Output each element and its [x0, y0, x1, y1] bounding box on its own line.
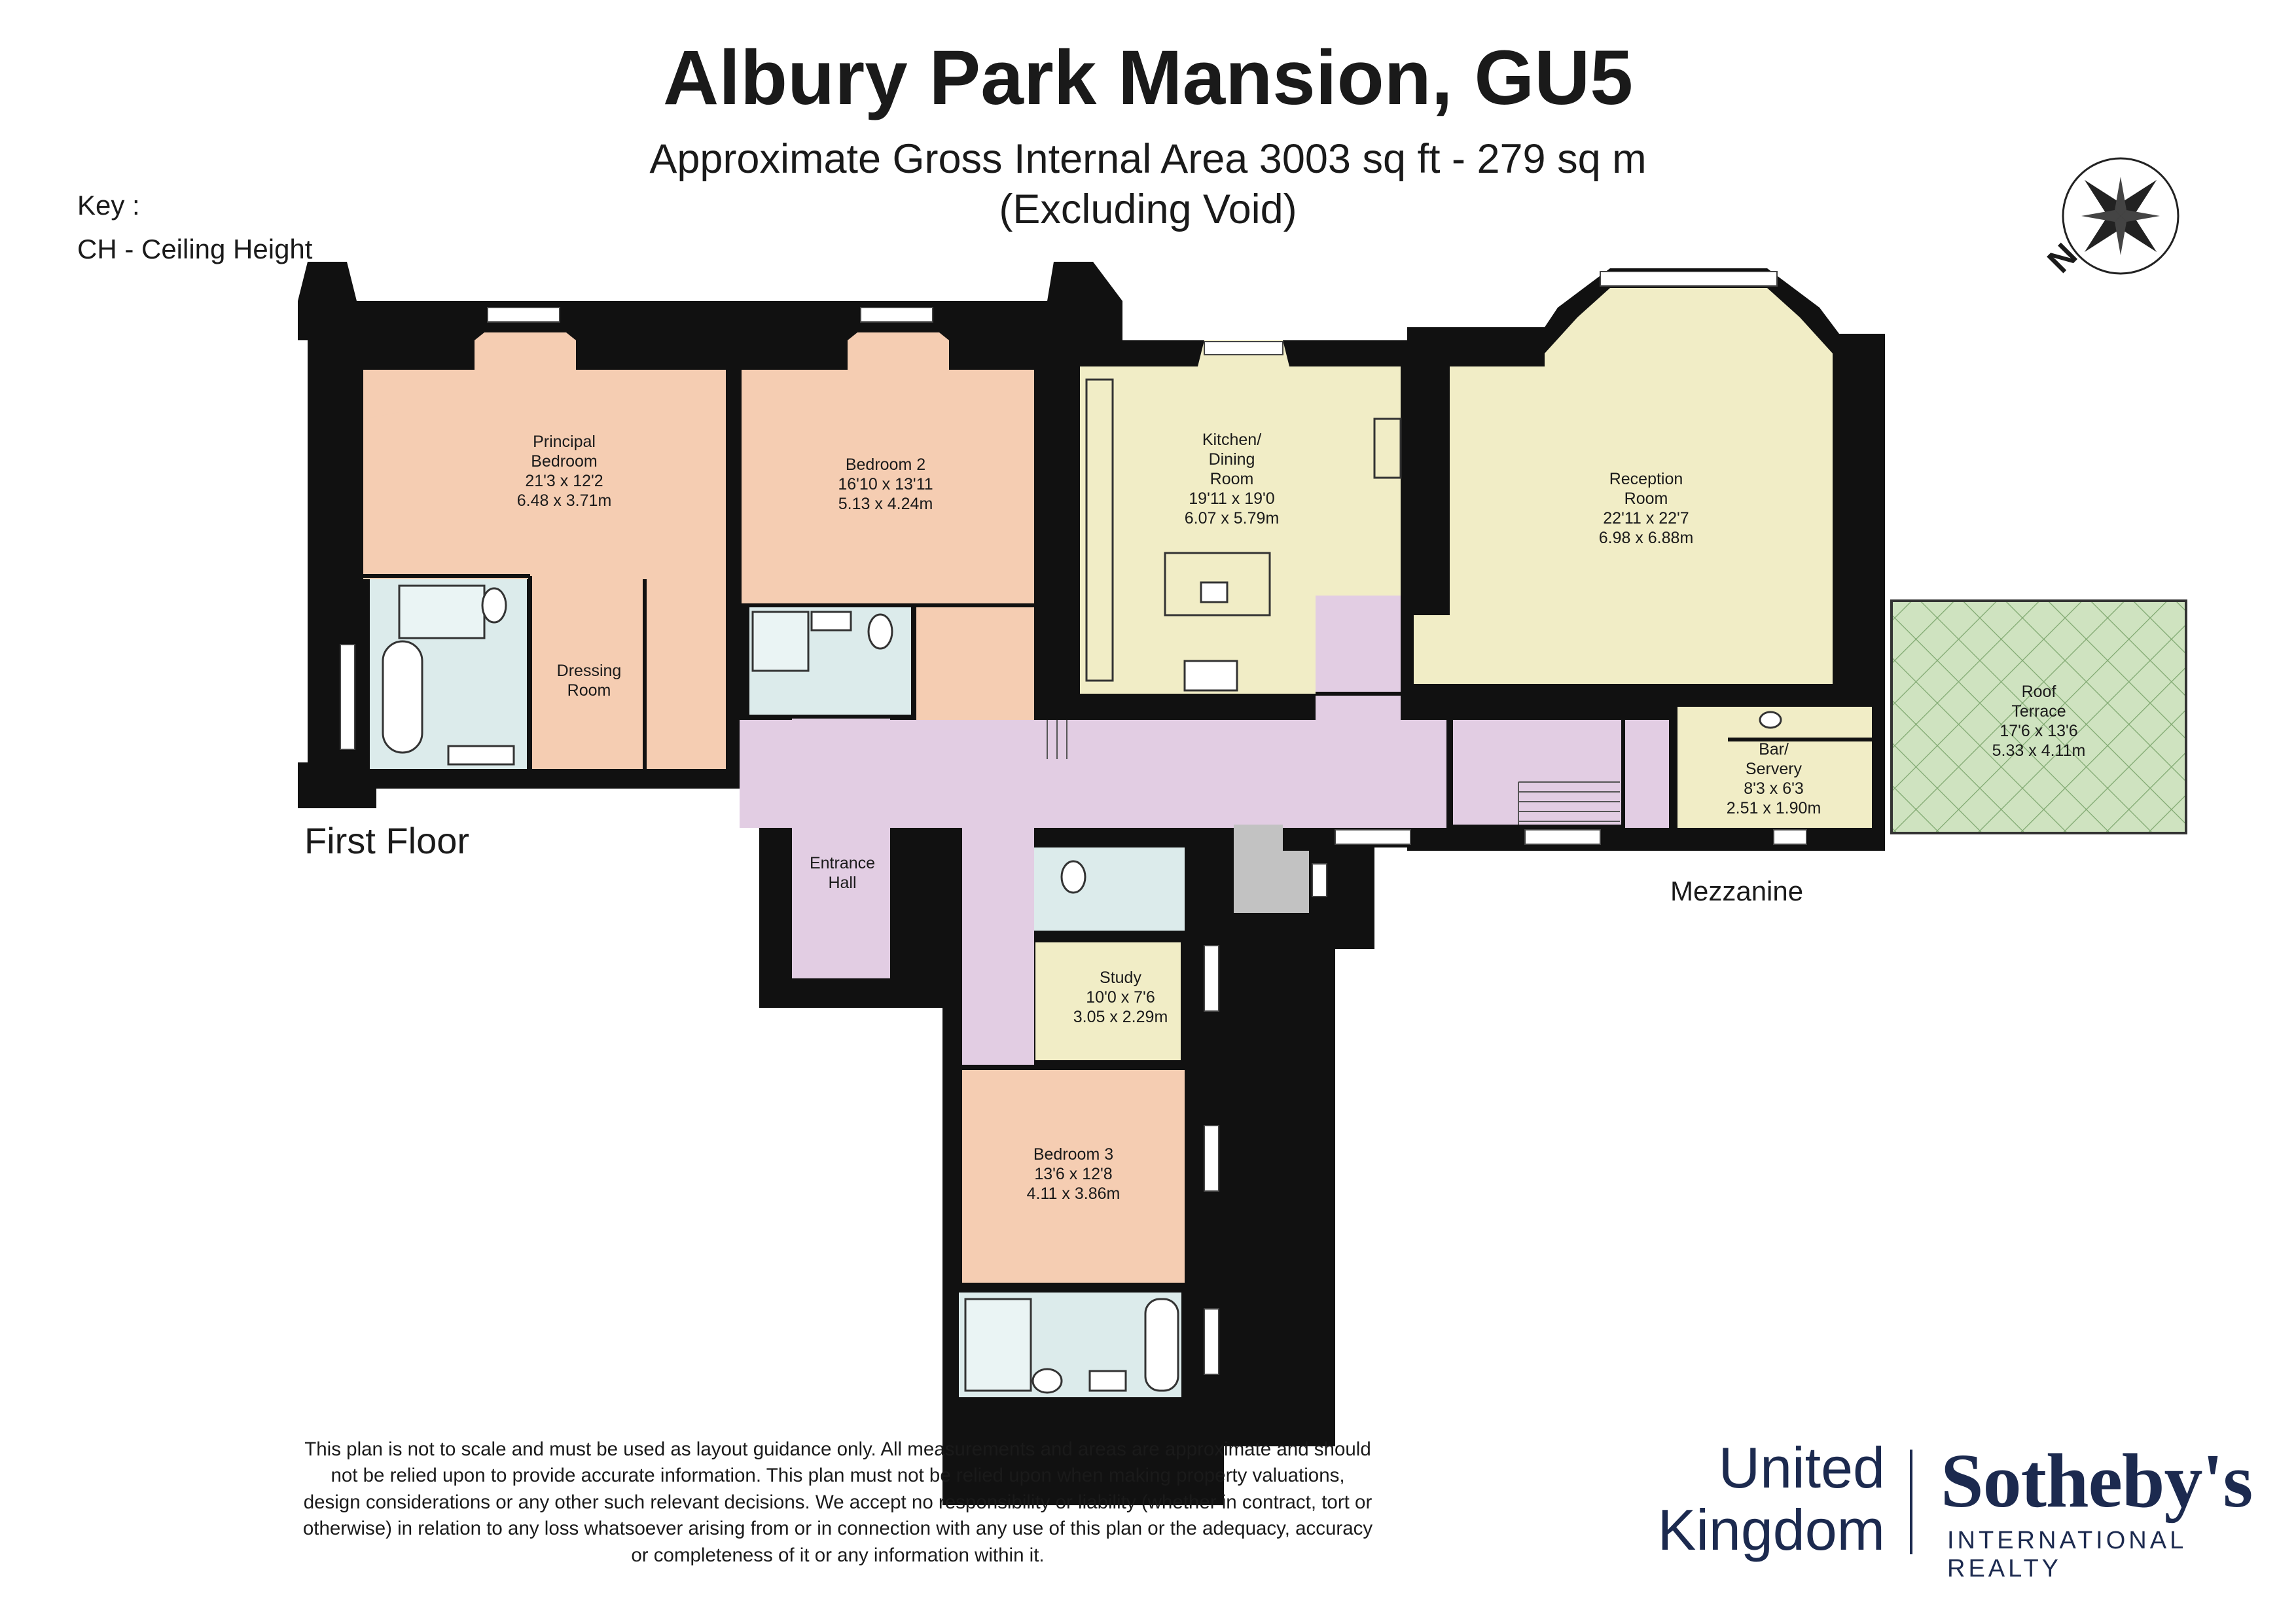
room-void [1234, 825, 1309, 913]
key-heading: Key : [77, 190, 140, 221]
disclaimer-line-1: This plan is not to scale and must be us… [304, 1438, 1371, 1460]
stairs [1047, 720, 1620, 825]
principal-bedroom-name2: Bedroom [531, 452, 597, 471]
bedroom-2-imperial: 16'10 x 13'11 [838, 475, 933, 493]
disclaimer: This plan is not to scale and must be us… [223, 1436, 1453, 1569]
first-floor-label: First Floor [304, 820, 469, 861]
principal-bedroom-name1: Principal [533, 433, 596, 451]
room-bedroom-2 [740, 370, 1034, 605]
roof-terrace-name2: Terrace [2011, 702, 2066, 721]
reception-metric: 6.98 x 6.88m [1599, 529, 1694, 547]
brand-logo-name: Sotheby's [1941, 1438, 2253, 1524]
disclaimer-line-4: otherwise) in relation to any loss whats… [302, 1518, 1373, 1540]
brand-region-line-2: Kingdom [1657, 1497, 1885, 1563]
brand-region-line-1: United [1718, 1435, 1885, 1500]
bedroom-2-metric: 5.13 x 4.24m [838, 495, 933, 513]
bar-servery-name2: Servery [1746, 760, 1803, 778]
room-dressing-room [531, 579, 643, 769]
kitchen-imperial: 19'11 x 19'0 [1189, 490, 1274, 508]
kitchen-name3: Room [1210, 470, 1254, 488]
roof-terrace-name1: Roof [2022, 683, 2056, 701]
principal-bedroom-metric: 6.48 x 3.71m [517, 491, 612, 510]
bar-servery-name1: Bar/ [1759, 740, 1789, 758]
disclaimer-line-2: not be relied upon to provide accurate i… [331, 1465, 1345, 1487]
kitchen-metric: 6.07 x 5.79m [1185, 509, 1280, 527]
excluding-void-text: (Excluding Void) [999, 186, 1297, 232]
brand-divider [1910, 1450, 1912, 1554]
gross-area-text: Approximate Gross Internal Area 3003 sq … [649, 136, 1647, 182]
bar-servery-imperial: 8'3 x 6'3 [1744, 779, 1804, 798]
roof-terrace-imperial: 17'6 x 13'6 [2000, 722, 2077, 740]
dressing-room-name1: Dressing [557, 662, 622, 680]
kitchen-name1: Kitchen/ [1202, 431, 1261, 449]
page-title: Albury Park Mansion, GU5 [663, 35, 1633, 121]
disclaimer-line-3: design considerations or any other such … [303, 1491, 1372, 1513]
study-metric: 3.05 x 2.29m [1073, 1008, 1168, 1026]
key-ceiling-height: CH - Ceiling Height [77, 234, 313, 265]
roof-terrace-metric: 5.33 x 4.11m [1992, 741, 2086, 760]
area-subtitle: Approximate Gross Internal Area 3003 sq … [0, 134, 2296, 235]
room-bedroom-3 [962, 1070, 1185, 1283]
brand-tagline: INTERNATIONAL REALTY [1947, 1527, 2186, 1582]
disclaimer-line-5: or completeness of it or any information… [631, 1544, 1045, 1566]
bedroom-2-name: Bedroom 2 [846, 455, 925, 474]
dressing-room-name2: Room [567, 681, 611, 700]
brand-region: United Kingdom [1617, 1436, 1885, 1561]
bedroom-3-metric: 4.11 x 3.86m [1027, 1185, 1121, 1203]
room-study [1035, 942, 1181, 1060]
principal-bedroom-imperial: 21'3 x 12'2 [525, 472, 603, 490]
study-imperial: 10'0 x 7'6 [1086, 988, 1155, 1007]
entrance-hall-name2: Hall [828, 874, 856, 892]
reception-imperial: 22'11 x 22'7 [1603, 509, 1689, 527]
bedroom-3-name: Bedroom 3 [1033, 1145, 1113, 1164]
study-name: Study [1100, 969, 1141, 987]
room-roof-terrace [1890, 599, 2187, 834]
room-reception [1450, 288, 1833, 684]
interior-walls [363, 370, 1872, 1288]
compass-rose-icon [2062, 157, 2179, 275]
entrance-hall-name1: Entrance [810, 854, 875, 872]
mezzanine-label: Mezzanine [1670, 876, 1804, 906]
bar-servery-metric: 2.51 x 1.90m [1727, 799, 1821, 817]
room-principal-bedroom [363, 370, 726, 579]
reception-name2: Room [1624, 490, 1668, 508]
bedroom-3-imperial: 13'6 x 12'8 [1034, 1165, 1112, 1183]
fixtures [382, 378, 1782, 1394]
room-wc [1034, 847, 1185, 933]
kitchen-name2: Dining [1209, 450, 1255, 469]
windows [340, 271, 1807, 1375]
key-legend: Key : CH - Ceiling Height [77, 183, 312, 271]
room-circulation [740, 596, 1669, 1067]
reception-name1: Reception [1609, 470, 1683, 488]
